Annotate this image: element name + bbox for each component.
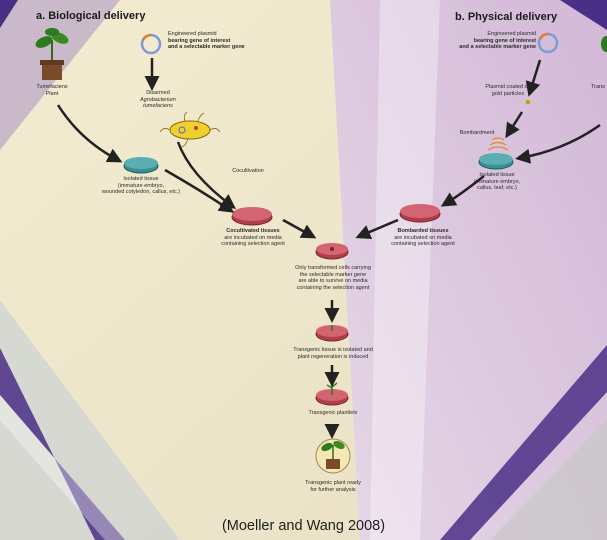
frame-stripe-right (440, 345, 607, 540)
text-line: Bombarded tissues (397, 228, 449, 234)
text-line: Engineered plasmid (487, 31, 536, 37)
text-line: Transgenic plant ready (305, 480, 361, 486)
citation-caption: (Moeller and Wang 2008) (221, 518, 386, 534)
label-right-edge: Trans (591, 84, 605, 90)
text-line: plant regeneration is induced (297, 353, 369, 360)
plant-icon-right-edge (601, 36, 607, 52)
text-line: tumefaciens (143, 103, 173, 109)
label-transgenic-plant-ready: Transgenic plant ready for further analy… (285, 480, 381, 493)
text-line: the selectable marker gene (299, 271, 367, 278)
dish-isolated-right (478, 153, 514, 170)
text-line: Only transformed cells carrying (295, 265, 371, 271)
text-line: (immature embryo, (117, 182, 165, 189)
label-plasmid-coated: Plasmid coated on gold particles (478, 84, 538, 97)
text-line: callus, leaf, etc.) (477, 185, 517, 191)
label-selection: Only transformed cells carrying the sele… (275, 265, 391, 291)
label-cocultivated-tissues: Cocultivated tissues are incubated on me… (210, 228, 296, 248)
text-line: gold particles (491, 90, 525, 97)
plasmid-icon-left (140, 33, 162, 55)
text-line: containing selection agent (391, 241, 455, 247)
frame-corner-top-left (0, 0, 18, 28)
text-line: Disarmed (146, 90, 170, 96)
text-line: Isolated tissue (123, 176, 159, 182)
arrow-gold-to-bombard (505, 111, 524, 139)
label-regeneration: Transgenic tissue is isolated and plant … (268, 347, 398, 360)
text-line: Plasmid coated on (485, 84, 531, 90)
label-tumefaciens-plant: Tumefaciens Plant (22, 84, 82, 97)
text-line: are able to survive on media (298, 278, 368, 284)
label-bombarded-tissues: Bombarded tissues are incubated on media… (380, 228, 466, 248)
label-bombardment: Bombardment (459, 130, 495, 136)
label-plasmid-left: Engineered plasmid bearing gene of inter… (168, 31, 278, 51)
label-plasmid-right: Engineered plasmid bearing gene of inter… (426, 31, 536, 51)
dish-cocultivated (231, 207, 273, 226)
dish-regeneration (315, 325, 349, 342)
dish-bombarded (399, 204, 441, 223)
agrobacterium-icon (159, 111, 221, 148)
arrow-plant-to-tissue (56, 104, 123, 163)
dish-plantlets (315, 382, 349, 406)
text-line: Tumefaciens (36, 84, 68, 90)
arrow-tissue-to-bombarded (440, 175, 485, 207)
text-line: are incubated on media (394, 234, 452, 241)
bombardment-wave-icon (487, 137, 509, 151)
arrow-bombarded-to-selection (355, 218, 399, 240)
text-line: Transgenic tissue is isolated and (293, 347, 373, 353)
frame-corner-top-right (560, 0, 607, 30)
dish-isolated-left (123, 157, 159, 174)
dish-selection (315, 243, 349, 260)
text-line: containing selection agent (221, 241, 285, 247)
text-line: Isolated tissue (479, 172, 515, 178)
text-line: Agrobacterium (140, 96, 176, 103)
label-transgenic-plantlets: Transgenic plantlets (308, 410, 358, 416)
text-line: are incubated on media (224, 234, 282, 241)
heading-physical-delivery: b. Physical delivery (455, 11, 558, 23)
plasmid-icon-right (537, 32, 559, 54)
text-line: for further analysis (310, 486, 356, 493)
label-isolated-tissue-right: Isolated tissue (immature embryo, callus… (462, 172, 532, 192)
arrow-right-plant-to-tissue (515, 123, 601, 164)
text-line: Engineered plasmid (168, 31, 217, 37)
text-line: containing the selection agent (296, 284, 370, 291)
text-line: bearing gene of interest (168, 37, 231, 44)
transgenic-plant-icon (315, 438, 351, 474)
heading-biological-delivery: a. Biological delivery (36, 10, 146, 22)
potted-plant-icon (35, 28, 69, 80)
label-cocultivation: Cocultivation (232, 168, 264, 174)
arrow-plasmid-to-gold (525, 59, 542, 97)
text-line: wounded cotyledon, callus, etc.) (101, 189, 181, 195)
text-line: and a selectable marker gene (168, 44, 245, 50)
gold-particle-icon (526, 100, 530, 104)
text-line: Plant (45, 90, 59, 97)
flow-arrows (56, 58, 601, 439)
text-line: bearing gene of interest (473, 37, 536, 44)
text-line: and a selectable marker gene (459, 44, 536, 50)
label-agrobacterium: Disarmed Agrobacterium tumefaciens (128, 90, 188, 110)
arrow-cocult-to-selection (282, 218, 317, 239)
arrow-tissue-to-cocult (164, 168, 235, 213)
label-isolated-tissue-left: Isolated tissue (immature embryo, wounde… (78, 176, 204, 196)
text-line: Cocultivated tissues (226, 228, 280, 234)
text-line: (immature embryo, (473, 178, 521, 185)
